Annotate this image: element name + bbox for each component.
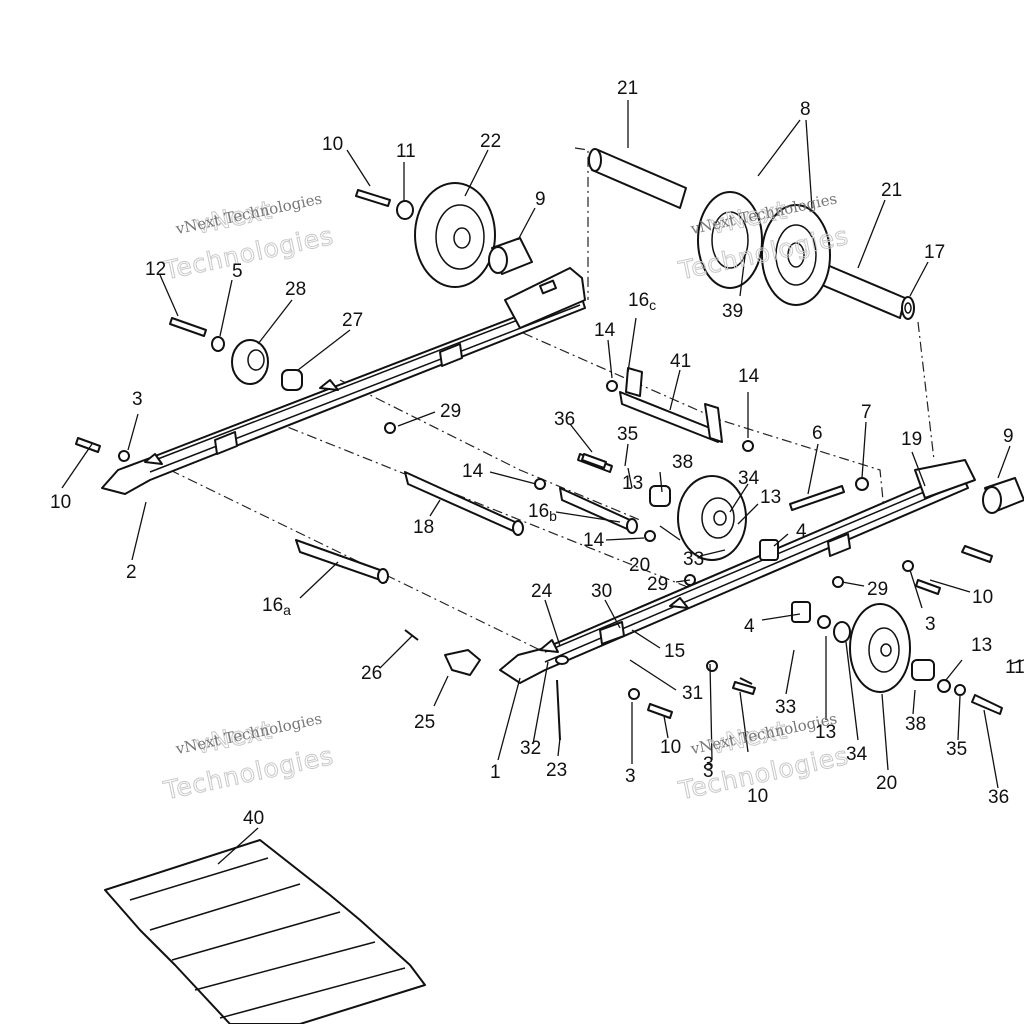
callout: 14 — [738, 366, 760, 387]
callout: 3 — [132, 389, 143, 410]
callout: 29 — [867, 579, 888, 600]
callout: 10 — [322, 134, 343, 155]
cross-shaft-16a — [295, 539, 389, 584]
cross-shaft-41 — [619, 367, 723, 443]
callout: 24 — [531, 581, 553, 602]
idler-wheel-28 — [169, 317, 303, 391]
callout: 13 — [815, 722, 836, 743]
right-slide-rail — [499, 459, 976, 684]
cross-shaft-18 — [404, 471, 524, 536]
callout: 38 — [905, 714, 926, 735]
callout: 17 — [924, 242, 945, 263]
callout: 26 — [361, 663, 382, 684]
idler-wheel-22 — [414, 182, 533, 288]
callout: 13 — [971, 635, 992, 656]
callout: 10 — [972, 587, 993, 608]
callout: 23 — [546, 760, 567, 781]
callout: 29 — [647, 574, 668, 595]
callout: 21 — [881, 180, 902, 201]
callout: 16a — [262, 595, 291, 618]
callout: 41 — [670, 351, 691, 372]
callout: 3 — [625, 766, 636, 787]
callout: 6 — [812, 423, 823, 444]
callout: 31 — [682, 683, 703, 704]
callout: 4 — [796, 521, 807, 542]
callout: 10 — [660, 737, 681, 758]
callout: 29 — [440, 401, 461, 422]
callout: 13 — [760, 487, 781, 508]
callout: 30 — [591, 581, 612, 602]
callout: 35 — [617, 424, 638, 445]
left-slide-rail — [101, 267, 586, 495]
callout: 14 — [583, 530, 605, 551]
callout: 34 — [738, 468, 760, 489]
callout: 35 — [946, 739, 967, 760]
callout: 9 — [535, 189, 546, 210]
callout: 16c — [628, 290, 656, 313]
bolt-10-top — [355, 189, 414, 220]
callout: 11 — [1005, 657, 1024, 678]
callout: 36 — [988, 787, 1009, 808]
rear-axle-21 — [588, 148, 915, 320]
centerlines — [169, 147, 935, 651]
rear-idler-wheels-8 — [697, 191, 831, 306]
callout: 7 — [861, 402, 872, 423]
callout: 11 — [396, 141, 416, 162]
watermark-1: vNext vNext Technologies Technologies — [160, 189, 337, 285]
track-40 — [104, 839, 426, 1024]
idler-wheel-20-lower — [833, 603, 1003, 715]
leader-lines — [61, 100, 1024, 865]
callout: 34 — [846, 744, 868, 765]
callout: 38 — [672, 452, 693, 473]
callout: 12 — [145, 259, 166, 280]
callout: 14 — [462, 461, 484, 482]
callout: 40 — [243, 808, 264, 829]
callout: 8 — [800, 99, 811, 120]
callout: 28 — [285, 279, 306, 300]
callout: 9 — [1003, 426, 1014, 447]
callout: 33 — [683, 549, 704, 570]
callout: 39 — [722, 301, 743, 322]
callout: 36 — [554, 409, 575, 430]
callout: 2 — [126, 562, 137, 583]
callout: 3 — [703, 761, 714, 782]
callout: 15 — [664, 641, 685, 662]
right-edge-spacer-9 — [961, 477, 1024, 563]
hardware — [75, 380, 966, 741]
callout: 1 — [490, 762, 501, 783]
callout: 27 — [342, 310, 363, 331]
callout: 19 — [901, 429, 922, 450]
callout: 25 — [414, 712, 435, 733]
callout: 3 — [703, 754, 714, 775]
callout: 14 — [594, 320, 616, 341]
callout: 20 — [876, 773, 897, 794]
callout: 4 — [744, 616, 755, 637]
watermark-3: vNext vNext Technologies Technologies — [160, 709, 337, 805]
callout: 16b — [528, 501, 557, 524]
callout: 10 — [747, 786, 768, 807]
callout: 10 — [50, 492, 71, 513]
callout: 5 — [232, 261, 243, 282]
cross-shaft-16b — [559, 487, 638, 534]
callout: 22 — [480, 131, 501, 152]
callout: 3 — [925, 614, 936, 635]
callout: 33 — [775, 697, 796, 718]
callout: 21 — [617, 78, 638, 99]
callout: 32 — [520, 738, 541, 759]
callout: 20 — [629, 555, 650, 576]
callout: 18 — [413, 517, 434, 538]
callout: 13 — [622, 473, 643, 494]
callouts: 21 8 10 11 22 9 21 17 12 5 28 27 39 16c … — [50, 78, 1024, 829]
